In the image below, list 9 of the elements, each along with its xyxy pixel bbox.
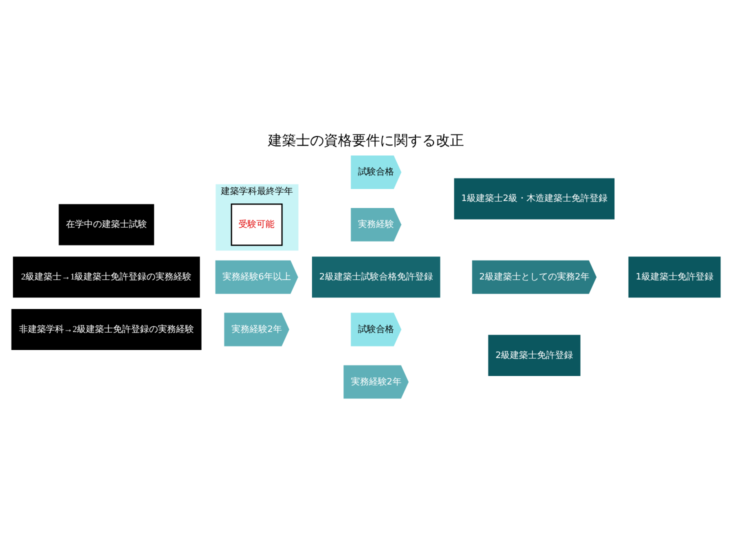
node-box: 受験可能 [230, 204, 283, 246]
node-box: 在学中の建築士試験 [58, 204, 154, 246]
node-box: 1級建築士2級・木造建築士免許登録 [454, 178, 615, 220]
node-box: 非建築学科→2級建築士免許登録の実務経験 [11, 309, 202, 350]
node-box: 2級建築士→1級建築士免許登録の実務経験 [12, 256, 200, 298]
node-box: 2級建築士試験合格免許登録 [312, 256, 440, 298]
node-box: 2級建築士免許登録 [488, 334, 580, 376]
diagram-title: 建築士の資格要件に関する改正 [268, 133, 464, 150]
node-box: 1級建築士免許登録 [628, 256, 721, 298]
